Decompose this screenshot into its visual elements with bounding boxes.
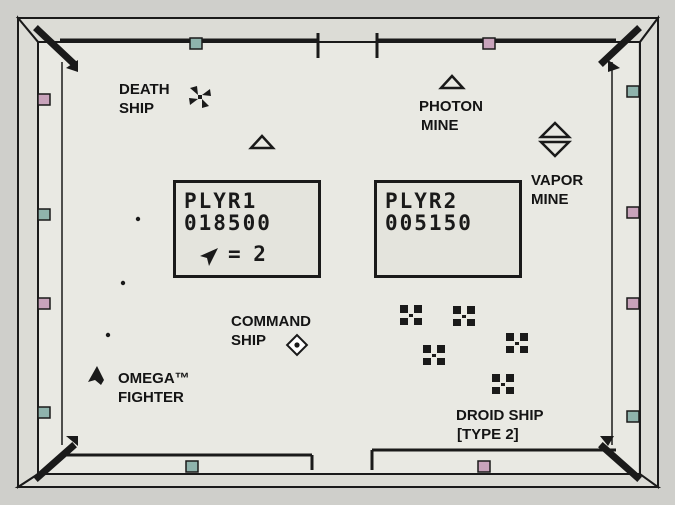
corner-diagonals: [33, 25, 642, 482]
top-bevel: [15, 17, 660, 43]
gate-right-2: [626, 206, 640, 219]
corner-bottom-left: [33, 442, 77, 482]
player1-score: 018500: [184, 211, 272, 235]
gate-left-1: [37, 93, 51, 106]
droid-ship-icon: [453, 306, 475, 326]
droid-ships: [400, 305, 528, 394]
gate-right-3: [626, 297, 640, 310]
gate-left-3: [37, 297, 51, 310]
player1-score-panel: PLYR1 018500 = 2: [173, 180, 321, 278]
command-ship-icon: [285, 333, 309, 357]
vapor-mine-icon: [537, 121, 573, 158]
gate-left-2: [37, 208, 51, 221]
photon-mine-icon: [438, 74, 466, 90]
death-ship-label: DEATH SHIP: [119, 81, 170, 117]
droid-ship-icon: [400, 305, 422, 325]
player2-label: PLYR2: [385, 189, 459, 213]
droid-ship-icon: [506, 333, 528, 353]
bottom-bevel: [14, 473, 662, 488]
gate-top-left: [189, 37, 203, 50]
death-ship-icon: [189, 86, 211, 108]
corner-bottom-right: [598, 442, 642, 482]
omega-fighter-icon: [88, 366, 104, 385]
corner-top-right: [598, 25, 642, 67]
player1-lives: = 2: [228, 242, 266, 266]
reserve-ship-icon: [200, 248, 218, 266]
gate-markers: [37, 37, 640, 473]
droid-ship-label: DROID SHIP [TYPE 2]: [456, 407, 544, 443]
corner-markers: [66, 60, 620, 446]
player1-label: PLYR1: [184, 189, 258, 213]
inner-walls: [60, 33, 616, 470]
gate-right-1: [626, 85, 640, 98]
right-bevel: [639, 15, 659, 489]
photon-shots: [105, 216, 141, 338]
marker-bottom-right: [600, 436, 614, 446]
gate-bottom-right: [477, 460, 491, 473]
player2-score: 005150: [385, 211, 473, 235]
player2-score-panel: PLYR2 005150: [374, 180, 522, 278]
omega-fighter-label: OMEGA™ FIGHTER: [118, 370, 190, 406]
playfield-background: [38, 42, 638, 474]
droid-ship-icon: [492, 374, 514, 394]
photon-mine-label: PHOTON MINE: [419, 98, 483, 134]
command-ship-label: COMMAND SHIP: [231, 313, 311, 349]
marker-top-right: [608, 60, 620, 72]
gate-right-4: [626, 410, 640, 423]
left-bevel: [17, 15, 39, 489]
gate-bottom-left: [185, 460, 199, 473]
marker-bottom-left: [66, 436, 78, 446]
vapor-mine-label: VAPOR MINE: [531, 172, 584, 208]
droid-ship-icon: [423, 345, 445, 365]
marker-top-left: [66, 60, 78, 72]
gate-top-right: [482, 37, 496, 50]
photon-mine-icon: [248, 134, 276, 150]
corner-top-left: [33, 25, 77, 67]
gate-left-4: [37, 406, 51, 419]
